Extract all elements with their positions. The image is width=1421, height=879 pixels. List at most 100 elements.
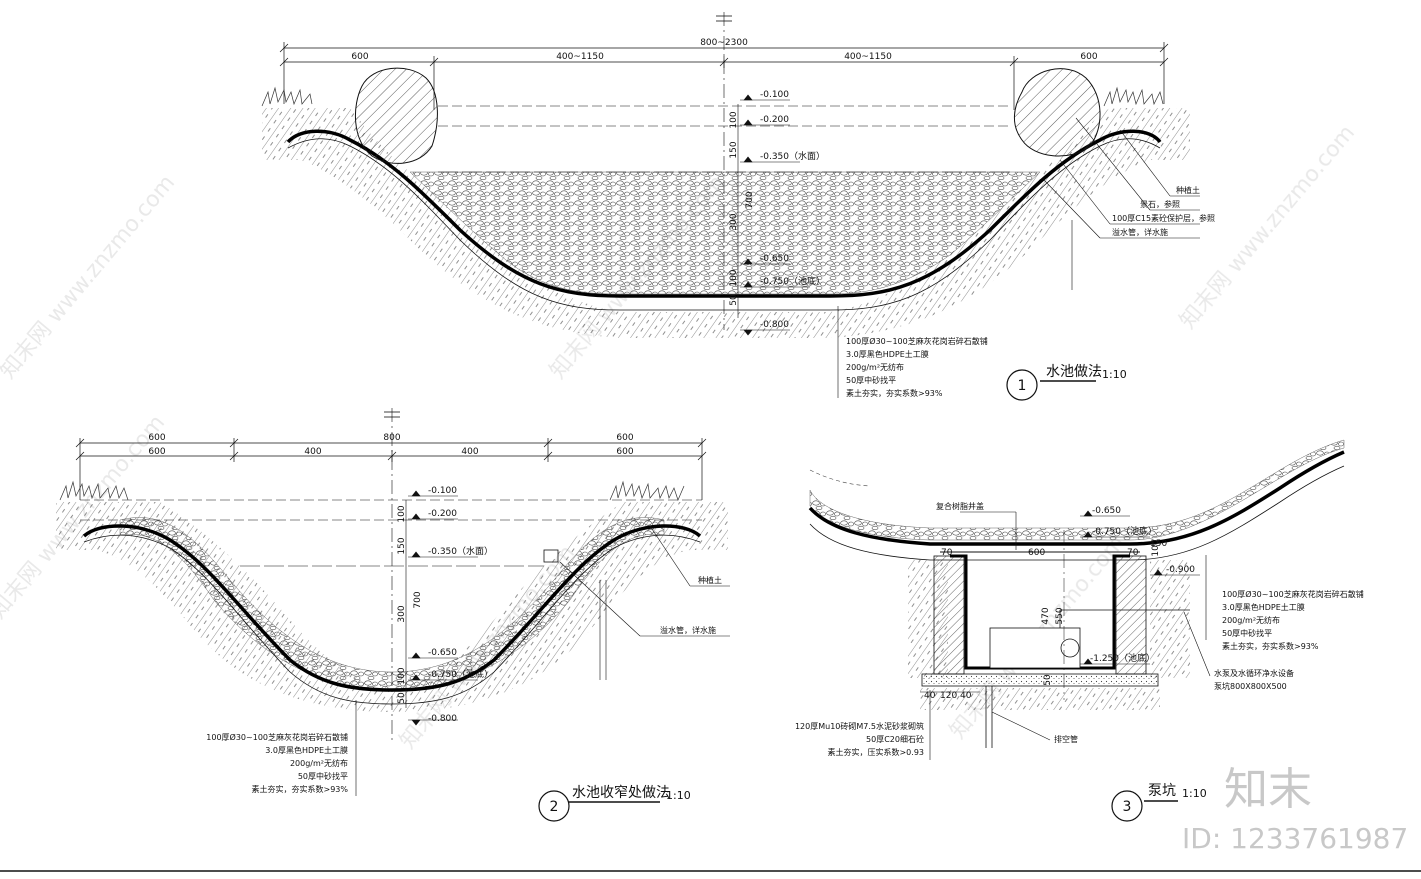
- detail-2-dimensions: [75, 438, 707, 500]
- detail-2-grass-right: [609, 480, 685, 501]
- detail-3-level-1: -0.750（池底）: [1092, 525, 1157, 537]
- detail-2-level-0: -0.100: [428, 486, 457, 496]
- detail-1-note-bottom-0: 100厚Ø30~100芝麻灰花岗岩碎石散铺: [846, 336, 988, 346]
- detail-1-title: 水池做法: [1046, 364, 1102, 380]
- detail-2-title: 水池收窄处做法: [572, 784, 670, 801]
- detail-1-number-circle: [1006, 369, 1038, 401]
- detail-3-dim-5: 550: [1055, 607, 1065, 624]
- detail-3-liner: [808, 450, 1345, 546]
- detail-1-rock-left: [354, 67, 438, 164]
- detail-2-soil: [56, 502, 728, 712]
- detail-1-level-1: -0.200: [760, 115, 789, 125]
- detail-1-gravel: [409, 171, 1041, 295]
- detail-1-dim-right: 600: [1080, 52, 1097, 62]
- detail-2-note-bottom-1: 3.0厚黑色HDPE土工膜: [265, 745, 348, 755]
- detail-1-level-0: -0.100: [760, 90, 789, 100]
- detail-3-pump-note-1: 泵坑800X800X500: [1214, 681, 1287, 691]
- detail-3-level-0: -0.650: [1092, 506, 1121, 516]
- detail-2-level-2: -0.350（水面）: [428, 545, 493, 557]
- detail-1-level-5: -0.800: [760, 320, 789, 330]
- detail-3-levels: [1080, 510, 1200, 665]
- detail-3-note-bottom-0: 120厚Mu10砖砌M7.5水泥砂浆砌筑: [795, 721, 924, 731]
- detail-3-section: -0.650 -0.750（池底） -0.900 -1.250（池底） 70 6…: [795, 439, 1364, 822]
- detail-1-note-right-1: 景石，参照: [1140, 199, 1180, 209]
- detail-2-vdim-3: 700: [413, 591, 423, 608]
- detail-1-dim-total: 800~2300: [700, 38, 748, 48]
- detail-3-pump-note-0: 水泵及水循环净水设备: [1214, 668, 1294, 678]
- detail-1-note-bottom-1: 3.0厚黑色HDPE土工膜: [846, 349, 929, 359]
- detail-3-dim-9: 40: [960, 691, 972, 701]
- detail-1-note-right-3: 溢水管，详水施: [1112, 227, 1168, 237]
- detail-2-level-5: -0.800: [428, 714, 457, 724]
- detail-3-wall-left: [933, 555, 965, 675]
- detail-3-dim-4: 470: [1041, 607, 1051, 624]
- detail-1-dimensions: [279, 42, 1169, 110]
- watermark-logo: 知末: [1224, 764, 1312, 815]
- detail-3-scale: 1:10: [1182, 787, 1207, 800]
- detail-3-dim-3: 100: [1151, 539, 1161, 556]
- detail-2-levels: [405, 490, 478, 726]
- detail-1-note-bottom-3: 50厚中砂找平: [846, 375, 896, 385]
- detail-1-level-4: -0.750（池底）: [760, 275, 825, 287]
- detail-3-note-bottom-2: 素土夯实，压实系数>0.93: [827, 747, 924, 757]
- detail-1-vdim-1: 150: [729, 141, 739, 158]
- watermark-diagonal-3: 知末网 www.znzmo.com: [1175, 121, 1360, 334]
- detail-3-note-right-0: 100厚Ø30~100芝麻灰花岗岩碎石散铺: [1222, 589, 1364, 599]
- detail-1-vdim-0: 100: [729, 111, 739, 128]
- detail-3-dim-2: 70: [1127, 548, 1139, 558]
- detail-2-level-1: -0.200: [428, 509, 457, 519]
- watermark-id: ID: 1233761987: [1182, 822, 1408, 855]
- detail-3-dim-8: 120: [940, 691, 957, 701]
- detail-2-level-3: -0.650: [428, 648, 457, 658]
- detail-2-scale: 1:10: [666, 789, 691, 802]
- detail-3-note-right-1: 3.0厚黑色HDPE土工膜: [1222, 602, 1305, 612]
- detail-3-level-3: -1.250（池底）: [1090, 652, 1155, 664]
- detail-2-overflow-pipe: [543, 549, 559, 563]
- detail-2-vdim-0: 100: [397, 505, 407, 522]
- detail-1-scale: 1:10: [1102, 368, 1127, 381]
- detail-3-dim-1: 600: [1028, 548, 1045, 558]
- detail-1-note-bottom-4: 素土夯实，夯实系数>93%: [846, 388, 943, 398]
- detail-1-grass-left: [261, 86, 313, 107]
- detail-2-note-bottom-2: 200g/m²无纺布: [290, 758, 348, 768]
- detail-3-note-right-3: 50厚中砂找平: [1222, 628, 1272, 638]
- detail-3-level-2: -0.900: [1166, 565, 1195, 575]
- detail-3-number-circle: [1111, 790, 1143, 822]
- detail-1-level-2: -0.350（水面）: [760, 150, 825, 162]
- detail-2-note-right-1: 溢水管，详水施: [660, 625, 716, 635]
- detail-3-dim-10: 150: [1150, 539, 1167, 549]
- detail-2-note-bottom-4: 素土夯实，夯实系数>93%: [252, 784, 349, 794]
- detail-3-slab: [921, 673, 1159, 687]
- detail-2-number-circle: [538, 790, 570, 822]
- detail-1-grass-right: [1103, 86, 1164, 107]
- detail-1-vdim-3: 700: [745, 191, 755, 208]
- detail-3-dim-6: 50: [1043, 674, 1053, 686]
- detail-3-gravel: [809, 439, 1345, 541]
- detail-3-top-note: 复合树脂井盖: [936, 501, 984, 511]
- detail-3-note-right-4: 素土夯实，夯实系数>93%: [1222, 641, 1319, 651]
- detail-2-section: 600 800 600 600 400 400 600 -0.100 -0.20…: [56, 408, 730, 822]
- detail-1-dim-mid-left: 400~1150: [556, 52, 604, 62]
- detail-1-soil: [262, 108, 1190, 338]
- detail-3-note-bottom-1: 50厚C20细石砼: [866, 734, 924, 744]
- detail-2-dim-second-mid-left: 400: [304, 447, 321, 457]
- detail-2-vdim-4: 100: [397, 667, 407, 684]
- detail-2-number: 2: [550, 799, 559, 815]
- detail-1-number: 1: [1018, 378, 1027, 394]
- detail-1-vdim-5: 50: [729, 294, 739, 306]
- detail-2-vdim-1: 150: [397, 537, 407, 554]
- detail-2-dim-top-right: 600: [616, 433, 633, 443]
- detail-2-note-bottom-3: 50厚中砂找平: [298, 771, 348, 781]
- detail-2-dim-second-left: 600: [148, 447, 165, 457]
- detail-1-rock-right: [1014, 68, 1101, 157]
- detail-3-title: 泵坑: [1148, 783, 1176, 799]
- detail-3-pump: [989, 627, 1081, 669]
- detail-2-note-right-0: 种植土: [698, 575, 722, 585]
- detail-1-dim-mid-right: 400~1150: [844, 52, 892, 62]
- detail-1-note-right-2: 100厚C15素砼保护层，参照: [1112, 213, 1215, 223]
- detail-2-vdim-2: 300: [397, 605, 407, 622]
- detail-1-levels: [737, 94, 810, 336]
- detail-1-level-3: -0.650: [760, 254, 789, 264]
- detail-1-note-bottom-2: 200g/m²无纺布: [846, 362, 904, 372]
